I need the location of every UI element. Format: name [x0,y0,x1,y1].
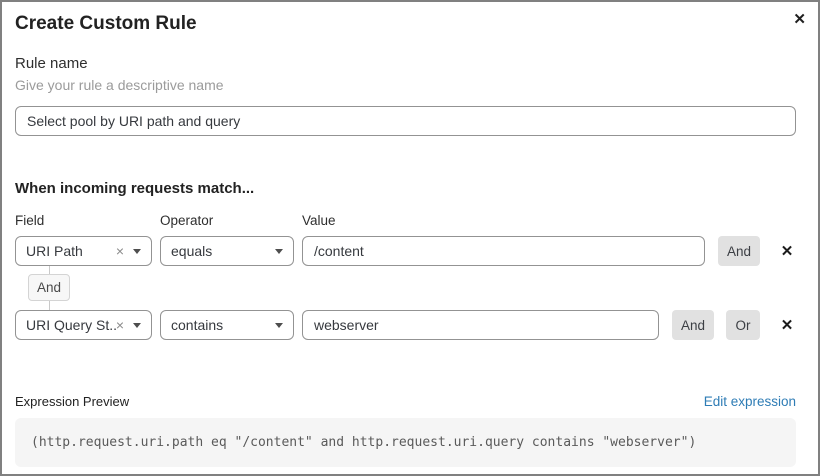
value-input[interactable] [302,310,659,340]
operator-select-value: equals [171,243,213,259]
condition-row-1: URI Path × equals And ✕ [15,236,796,266]
and-button[interactable]: And [717,236,760,266]
field-select[interactable]: URI Path × [15,236,152,266]
column-label-field: Field [15,213,45,228]
operator-select[interactable]: contains [160,310,294,340]
remove-condition-button[interactable]: ✕ [778,318,796,333]
expression-preview-label: Expression Preview [15,394,130,409]
chevron-down-icon [133,322,141,328]
chevron-down-icon [133,248,141,254]
operator-select[interactable]: equals [160,236,294,266]
add-condition-buttons: And [717,236,760,266]
field-select[interactable]: URI Query St... × [15,310,152,340]
value-input[interactable] [302,236,705,266]
clear-icon[interactable]: × [115,243,124,259]
rule-name-helper: Give your rule a descriptive name [15,77,224,93]
match-heading: When incoming requests match... [15,180,255,197]
operator-select-value: contains [171,317,224,333]
field-select-value: URI Query St... [26,317,116,333]
field-select-value: URI Path [26,243,83,259]
chevron-down-icon [275,248,283,254]
connector-line [49,266,50,274]
edit-expression-link[interactable]: Edit expression [703,394,796,409]
condition-row-2: URI Query St... × contains And Or ✕ [15,310,796,340]
rule-name-label: Rule name [15,55,88,72]
remove-condition-button[interactable]: ✕ [778,244,796,259]
close-button[interactable]: ✕ [789,8,810,31]
add-condition-buttons: And Or [671,310,760,340]
connector-line [49,301,50,310]
dialog-title: Create Custom Rule [15,13,197,34]
clear-icon[interactable]: × [115,317,124,333]
expression-preview-header: Expression Preview Edit expression [15,394,796,409]
remove-icon: ✕ [780,242,794,260]
close-icon: ✕ [793,11,806,28]
rule-name-input[interactable] [15,106,796,136]
and-button[interactable]: And [671,310,714,340]
and-connector-badge: And [28,274,70,301]
expression-preview-code: (http.request.uri.path eq "/content" and… [15,418,796,467]
chevron-down-icon [275,322,283,328]
column-label-operator: Operator [160,213,214,228]
column-label-value: Value [302,213,336,228]
remove-icon: ✕ [780,316,794,334]
condition-column-labels: Field Operator Value [15,213,796,228]
or-button[interactable]: Or [726,310,760,340]
